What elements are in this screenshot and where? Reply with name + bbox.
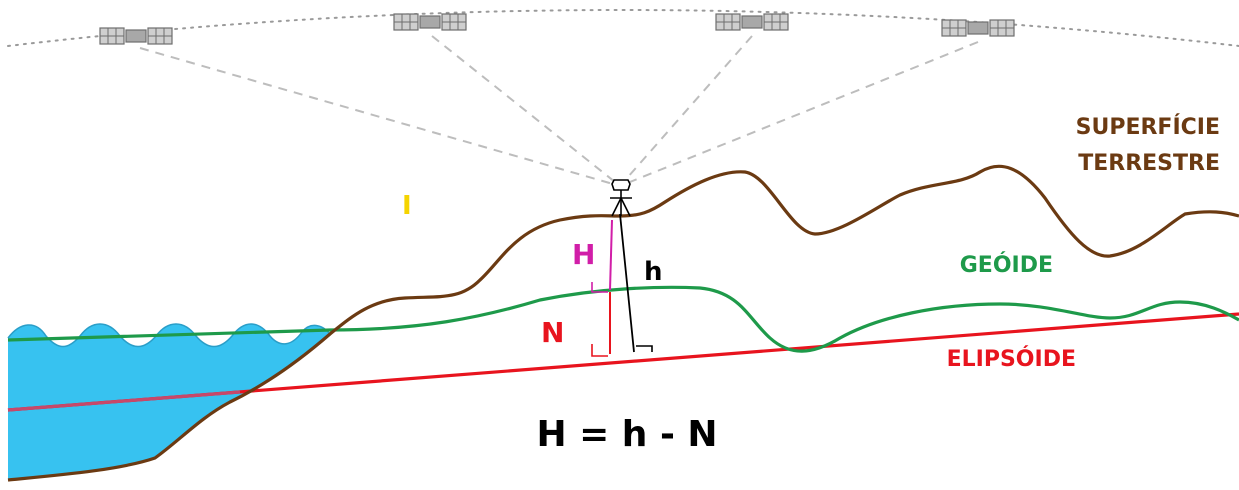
sea-surface-wave	[7, 323, 331, 348]
terrain-surface-label-line1: SUPERFÍCIE	[1076, 114, 1220, 140]
orbit-arc	[7, 9, 1239, 47]
satellite-icon	[393, 13, 467, 31]
terrain-surface-label-line2: TERRESTRE	[1078, 151, 1220, 176]
orthometric-height-label: H	[572, 238, 595, 271]
gnss-receiver-icon	[610, 179, 632, 217]
ellipsoidal-height-label: h	[644, 257, 663, 287]
terrain-surface-line	[7, 164, 1239, 482]
geoid-label: GEÓIDE	[960, 252, 1053, 278]
satellite-icon	[715, 13, 789, 31]
orthometric-right-angle	[591, 282, 608, 293]
height-formula: H = h - N	[536, 414, 717, 455]
undulation-right-angle	[591, 344, 608, 357]
ellipsoid-under-water	[7, 390, 241, 412]
ocean	[8, 324, 330, 480]
orthometric-height-line	[609, 219, 613, 291]
geoid-undulation-label: N	[541, 316, 564, 349]
ellipsoidal-right-angle	[636, 345, 653, 352]
satellite-signals	[139, 35, 979, 187]
geoid-line	[7, 285, 1239, 353]
ellipsoidal-height-line	[619, 213, 635, 353]
yellow-marker-label: I	[402, 191, 412, 221]
satellite-icon	[941, 19, 1015, 37]
satellite-icon	[99, 27, 173, 45]
ellipsoid-label: ELIPSÓIDE	[947, 346, 1076, 372]
